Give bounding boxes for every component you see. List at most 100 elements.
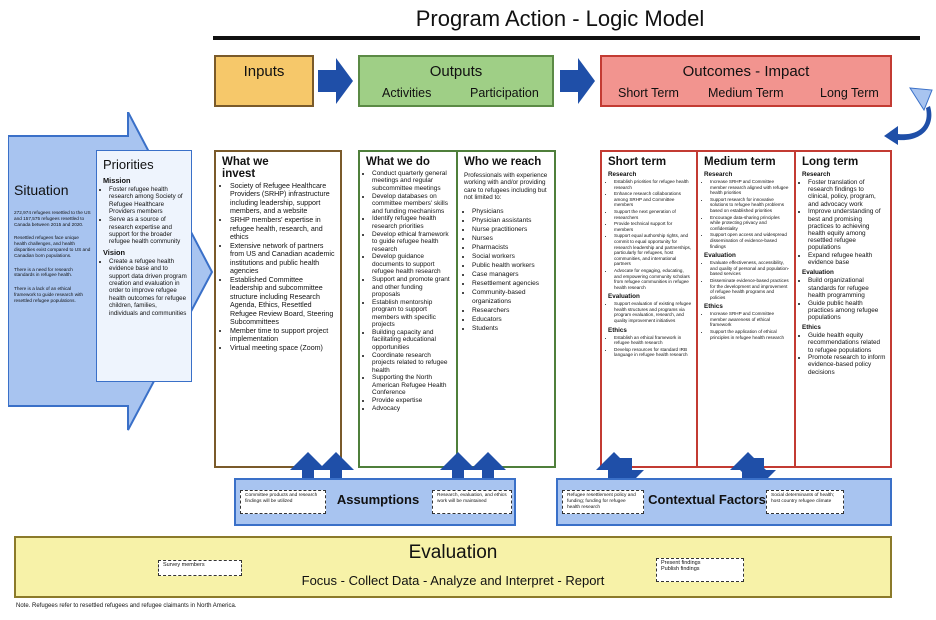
do-box: What we do Conduct quarterly general mee…	[358, 150, 458, 468]
invest-title-line1: What we	[222, 156, 269, 168]
long-research-label: Research	[802, 171, 831, 178]
medium-research-list: Increase SRHP and Committee member resea…	[698, 179, 794, 249]
reach-item: Physician assistants	[472, 217, 550, 226]
short-research-item: Enhance research collaborations among SR…	[614, 191, 692, 208]
header-arrow-2	[560, 58, 595, 104]
mission-item: Serve as a source of research expertise …	[109, 216, 187, 246]
long-term-label: Long Term	[820, 86, 879, 100]
evaluation-focus: Focus - Collect Data - Analyze and Inter…	[301, 573, 605, 588]
header-arrow-1	[318, 58, 353, 104]
do-list: Conduct quarterly general meetings and r…	[360, 170, 456, 413]
medium-ethics-item: Support the application of ethical princ…	[710, 329, 790, 340]
do-item: Support and promote grant and other fund…	[372, 276, 452, 298]
reach-item: Social workers	[472, 253, 550, 262]
reach-item: Nurse practitioners	[472, 226, 550, 235]
reach-item: Educators	[472, 316, 550, 325]
assumptions-title: Assumptions	[336, 492, 420, 507]
medium-evaluation-label: Evaluation	[704, 252, 736, 260]
short-evaluation-item: Support evaluation of existing refugee h…	[614, 301, 692, 323]
medium-research-item: Support research for innovative solution…	[710, 197, 790, 214]
long-term-box: Long term Research Foster translation of…	[794, 150, 892, 468]
long-research-item: Foster translation of research findings …	[808, 179, 886, 208]
long-ethics-item: Guide health equity recommendations rela…	[808, 332, 886, 354]
short-research-item: Provide technical support for members	[614, 221, 692, 232]
vision-item: Create a refugee health evidence base an…	[109, 258, 187, 317]
invest-item: Society of Refugee Healthcare Providers …	[230, 182, 336, 216]
medium-evaluation-list: Evaluate effectiveness, accessibility, a…	[698, 260, 794, 300]
reach-item: Community-based organizations	[472, 289, 550, 306]
invest-item: Extensive network of partners from US an…	[230, 242, 336, 276]
medium-term-box: Medium term Research Increase SRHP and C…	[696, 150, 796, 468]
invest-box: What we invest Society of Refugee Health…	[214, 150, 342, 468]
priorities-title: Priorities	[103, 157, 154, 172]
reach-box: Who we reach Professionals with experien…	[456, 150, 556, 468]
situation-panel: Situation 272,974 refugees resettled to …	[14, 182, 92, 304]
invest-item: Virtual meeting space (Zoom)	[230, 344, 336, 352]
situation-title: Situation	[14, 182, 69, 198]
contextual-arrows-icon	[596, 452, 776, 488]
reach-item: Physicians	[472, 208, 550, 217]
evaluation-right-box: Present findings Publish findings	[656, 558, 744, 582]
short-ethics-list: Establish an ethical framework in refuge…	[602, 335, 696, 358]
invest-list: Society of Refugee Healthcare Providers …	[216, 182, 340, 353]
medium-evaluation-item: Disseminate evidence-based practices for…	[710, 278, 790, 300]
do-title: What we do	[366, 156, 430, 168]
long-evaluation-list: Build organizational standards for refug…	[796, 277, 890, 321]
medium-ethics-list: Increase SRHP and Committee member aware…	[698, 311, 794, 340]
long-evaluation-label: Evaluation	[802, 269, 834, 277]
short-term-box: Short term Research Establish priorities…	[600, 150, 698, 468]
short-research-item: Support the next generation of researche…	[614, 209, 692, 220]
medium-research-item: Encourage data-sharing principles while …	[710, 215, 790, 232]
short-ethics-item: Develop resources for standard IRB langu…	[614, 347, 692, 358]
reach-intro: Professionals with experience working wi…	[464, 172, 548, 202]
footnote: Note. Refugees refer to resettled refuge…	[16, 603, 237, 609]
short-term-title: Short term	[608, 156, 667, 168]
short-research-item: Establish priorities for refugee health …	[614, 179, 692, 190]
reach-item: Public health workers	[472, 262, 550, 271]
medium-term-title: Medium term	[704, 156, 776, 168]
do-item: Coordinate research projects related to …	[372, 352, 452, 374]
short-research-label: Research	[608, 171, 637, 178]
medium-ethics-label: Ethics	[704, 303, 723, 311]
long-research-item: Expand refugee health evidence base	[808, 252, 886, 266]
vision-list: Create a refugee health evidence base an…	[97, 258, 191, 317]
vision-label: Vision	[103, 247, 126, 257]
evaluation-right-line1: Present findings	[661, 560, 701, 566]
do-item: Conduct quarterly general meetings and r…	[372, 170, 452, 192]
do-item: Supporting the North American Refugee He…	[372, 374, 452, 396]
medium-ethics-item: Increase SRHP and Committee member aware…	[710, 311, 790, 328]
short-term-label: Short Term	[618, 86, 679, 100]
assumption-right: Research, evaluation, and ethics work wi…	[432, 490, 512, 514]
evaluation-band: Evaluation Focus - Collect Data - Analyz…	[14, 536, 892, 598]
contextual-title: Contextual Factors	[648, 492, 766, 507]
mission-list: Foster refugee health research among Soc…	[97, 186, 191, 246]
contextual-factors-band: Refugee resettlement policy and funding;…	[556, 478, 892, 526]
page-title: Program Action - Logic Model	[415, 6, 705, 31]
title-underline	[213, 36, 920, 40]
situation-text-3: There is a need for research standards i…	[14, 266, 73, 278]
reach-item: Pharmacists	[472, 244, 550, 253]
reach-item: Resettlement agencies	[472, 280, 550, 289]
short-evaluation-list: Support evaluation of existing refugee h…	[602, 301, 696, 323]
do-item: Identify refugee health research priorit…	[372, 215, 452, 230]
do-item: Develop ethical framework to guide refug…	[372, 231, 452, 253]
situation-text-1: 272,974 refugees resettled to the US and…	[14, 210, 91, 227]
medium-research-label: Research	[704, 171, 733, 178]
long-ethics-item: Promote research to inform evidence-base…	[808, 354, 886, 376]
reach-list: Physicians Physician assistants Nurse pr…	[458, 208, 554, 334]
short-evaluation-label: Evaluation	[608, 293, 640, 301]
short-research-list: Establish priorities for refugee health …	[602, 179, 696, 290]
reach-item: Students	[472, 325, 550, 334]
assumptions-band: Committee products and research findings…	[234, 478, 516, 526]
contextual-right: Social determinants of health; host coun…	[766, 490, 844, 514]
situation-text-2: Resettled refugees face unique health ch…	[14, 235, 91, 258]
medium-evaluation-item: Evaluate effectiveness, accessibility, a…	[710, 260, 790, 277]
evaluation-left-box: Survey members	[158, 560, 242, 576]
evaluation-title: Evaluation	[408, 542, 498, 563]
inputs-header-label: Inputs	[243, 63, 285, 80]
medium-research-item: Increase SRHP and Committee member resea…	[710, 179, 790, 196]
outputs-header: Outputs Activities Participation	[358, 55, 554, 107]
do-item: Advocacy	[372, 405, 452, 412]
do-item: Develop guidance documents to support re…	[372, 253, 452, 275]
medium-research-item: Support open access and widespread disse…	[710, 232, 790, 249]
